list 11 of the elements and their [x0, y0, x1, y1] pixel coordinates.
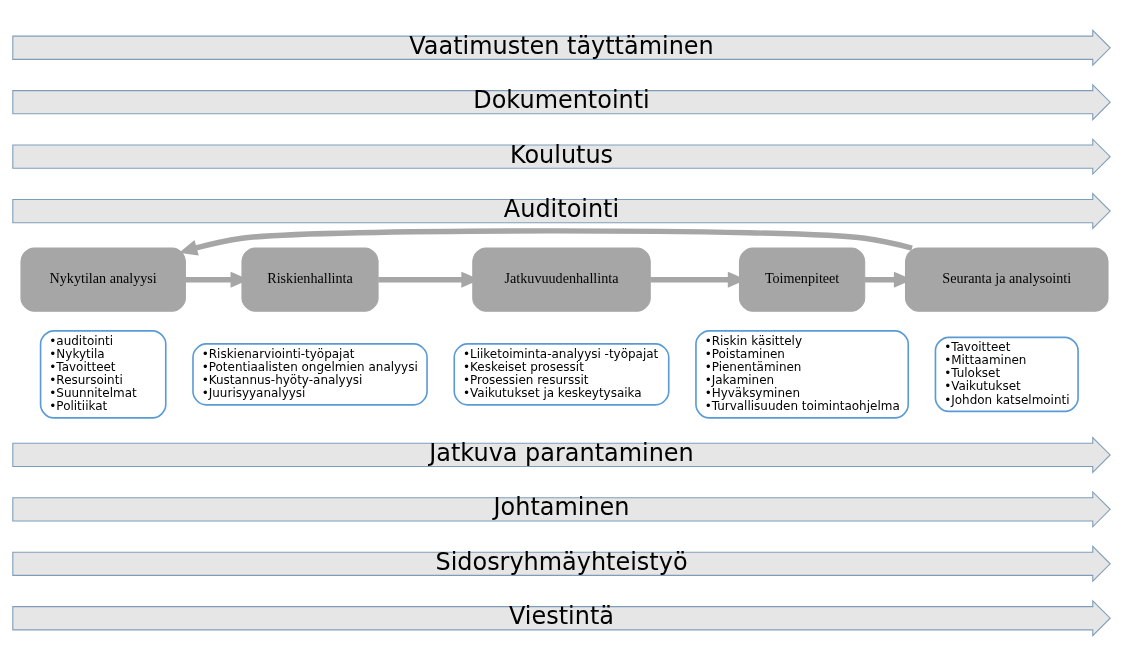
node-box: •Tavoitteet •Mittaaminen •Tulokset •Vaikutukset •Johdon katselmointi [934, 336, 1079, 413]
node-box: Jatkuvuudenhallinta [472, 247, 651, 312]
node-box: Riskienhallinta [241, 247, 379, 312]
node-box: •Liiketoiminta-analyysi -työpajat •Keskeiset prosessit •Prosessien resurssit •Vaikutukset ja keskeytysaika [453, 343, 670, 406]
node-box: •Riskin käsittely •Poistaminen •Pienentäminen •Jakaminen •Hyväksyminen •Turvallisuuden toimintaohjelma [695, 330, 910, 419]
arrow [179, 228, 913, 256]
node-box: Toimenpiteet [738, 247, 866, 312]
node-box: Seuranta ja analysointi [904, 247, 1109, 312]
node-box: •auditointi •Nykytila •Tavoitteet •Resursointi •Suunnitelmat •Politiikat [39, 330, 167, 419]
node-box: Nykytilan analyysi [20, 247, 186, 312]
node-box: •Riskienarviointi-työpajat •Potentiaalisten ongelmien analyysi •Kustannus-hyöty-analyysi •Juurisyyanalyysi [192, 343, 428, 406]
